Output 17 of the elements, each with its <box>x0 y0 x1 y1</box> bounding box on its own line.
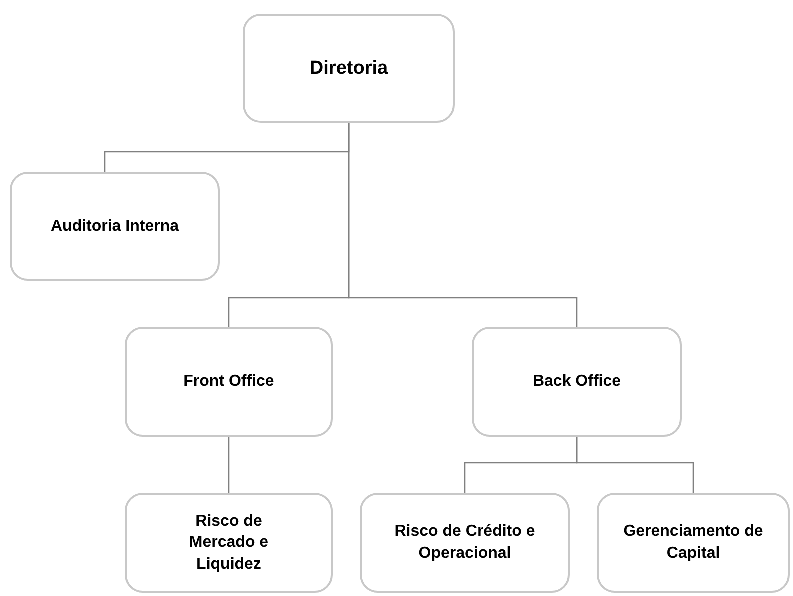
box-label: Back Office <box>532 372 622 392</box>
box-label: Diretoria <box>310 56 388 81</box>
org-box <box>125 327 333 437</box>
org-box <box>472 327 682 437</box>
box-label: Risco de Mercado e Liquidez <box>188 512 270 575</box>
org-box <box>10 172 220 281</box>
connector-line <box>576 437 694 493</box>
org-box <box>360 493 570 593</box>
box-label: Auditoria Interna <box>50 216 179 237</box>
org-box <box>125 493 333 593</box>
org-box <box>243 14 455 123</box>
connector-line <box>348 123 578 327</box>
box-label: Front Office <box>184 372 274 392</box>
connector-line <box>228 437 230 493</box>
box-label: Gerenciamento de Capital <box>622 522 764 564</box>
org-box <box>597 493 790 593</box>
box-label: Risco de Crédito e Operacional <box>394 522 536 564</box>
